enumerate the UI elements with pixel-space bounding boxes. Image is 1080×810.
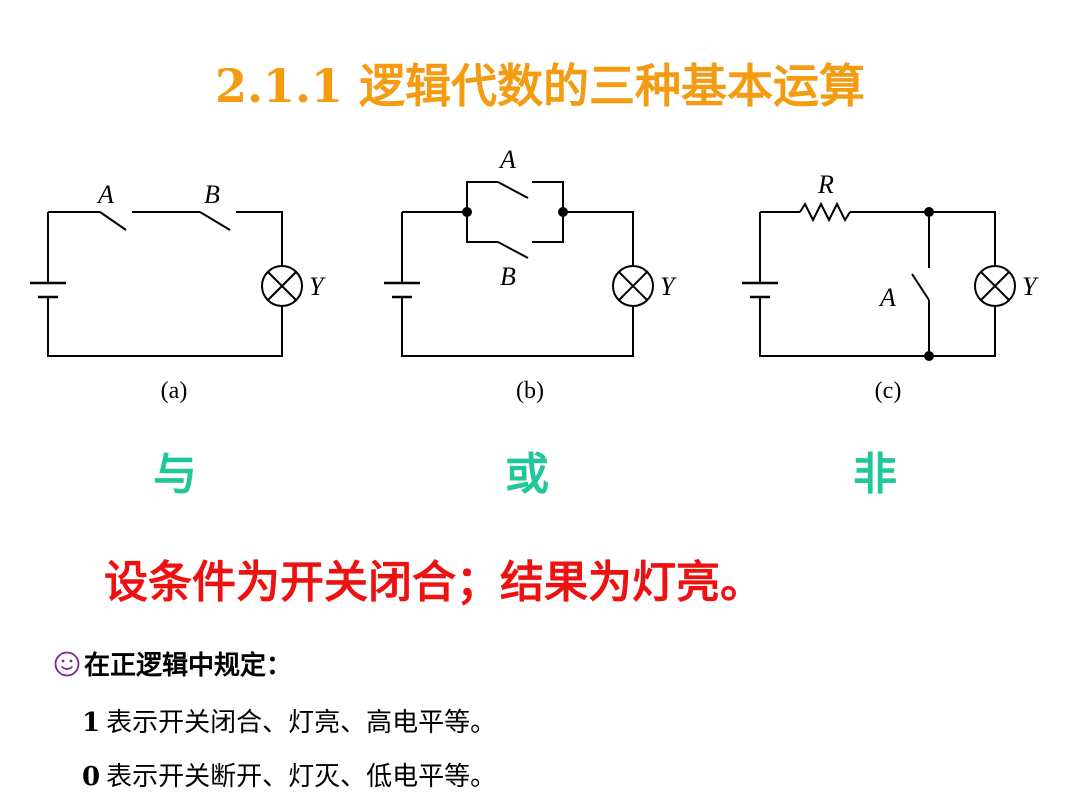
- switch-a-blade: [911, 273, 930, 301]
- circuit-diagrams: A B Y A B Y: [30, 145, 1039, 361]
- rule-text-1: 表示开关闭合、灯亮、高电平等。: [106, 708, 497, 738]
- rules-heading: 在正逻辑中规定：: [52, 645, 292, 682]
- page-title: 2.1.1 逻辑代数的三种基本运算: [214, 59, 866, 113]
- lamp-icon: [612, 265, 654, 307]
- rule-text-0: 表示开关断开、灯灭、低电平等。: [106, 762, 497, 792]
- operation-and: 与: [153, 449, 197, 500]
- operation-or: 或: [505, 449, 549, 500]
- smiley-icon: [54, 651, 80, 676]
- lamp-icon: [261, 265, 303, 307]
- circuit-c: R A Y: [742, 170, 1039, 361]
- lamp-icon: [974, 265, 1016, 307]
- switch-a-label: A: [498, 145, 516, 174]
- switch-a-blade: [497, 181, 529, 199]
- rule-digit-1: 1: [82, 708, 101, 738]
- switch-b-label: B: [500, 262, 516, 291]
- lamp-y-label: Y: [1022, 272, 1039, 301]
- lamp-y-label: Y: [309, 272, 326, 301]
- switch-a-blade: [99, 211, 127, 231]
- resistor-r-label: R: [817, 170, 834, 199]
- lamp-y-label: Y: [660, 272, 677, 301]
- switch-b-label: B: [204, 180, 220, 209]
- rules-heading-text: 在正逻辑中规定：: [84, 651, 293, 681]
- caption-b: (b): [516, 378, 544, 404]
- circuit-a: A B Y: [30, 180, 326, 357]
- caption-c: (c): [874, 378, 902, 404]
- switch-a-label: A: [878, 283, 896, 312]
- switch-b-blade: [199, 211, 231, 231]
- circuit-b: A B Y: [384, 145, 677, 357]
- switch-a-label: A: [96, 180, 114, 209]
- switch-b-blade: [497, 241, 529, 259]
- resistor-icon: [799, 201, 851, 223]
- caption-a: (a): [160, 378, 188, 404]
- rule-digit-0: 0: [82, 762, 101, 792]
- operation-not: 非: [853, 449, 897, 500]
- premise-statement: 设条件为开关闭合；结果为灯亮。: [104, 557, 764, 608]
